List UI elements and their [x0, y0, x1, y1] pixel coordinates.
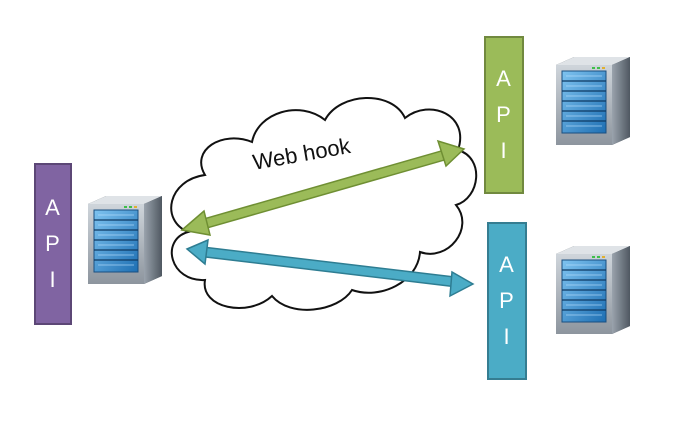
api-box-bottom: A P I: [487, 222, 527, 380]
api-letter: A: [499, 252, 515, 277]
api-letter: P: [496, 102, 512, 127]
api-box-top: A P I: [484, 36, 524, 194]
api-arrow: [185, 238, 475, 298]
webhook-arrow: [180, 139, 466, 236]
server-icon: [555, 56, 631, 146]
api-letter: A: [496, 66, 512, 91]
api-letter: P: [499, 288, 515, 313]
api-letter: P: [45, 231, 61, 256]
api-letter: I: [500, 138, 508, 163]
api-box-left: A P I: [34, 163, 72, 325]
api-letter: I: [503, 324, 511, 349]
server-icon: [87, 195, 163, 285]
server-icon: [555, 245, 631, 335]
api-letter: A: [45, 195, 61, 220]
api-letter: I: [49, 267, 57, 292]
